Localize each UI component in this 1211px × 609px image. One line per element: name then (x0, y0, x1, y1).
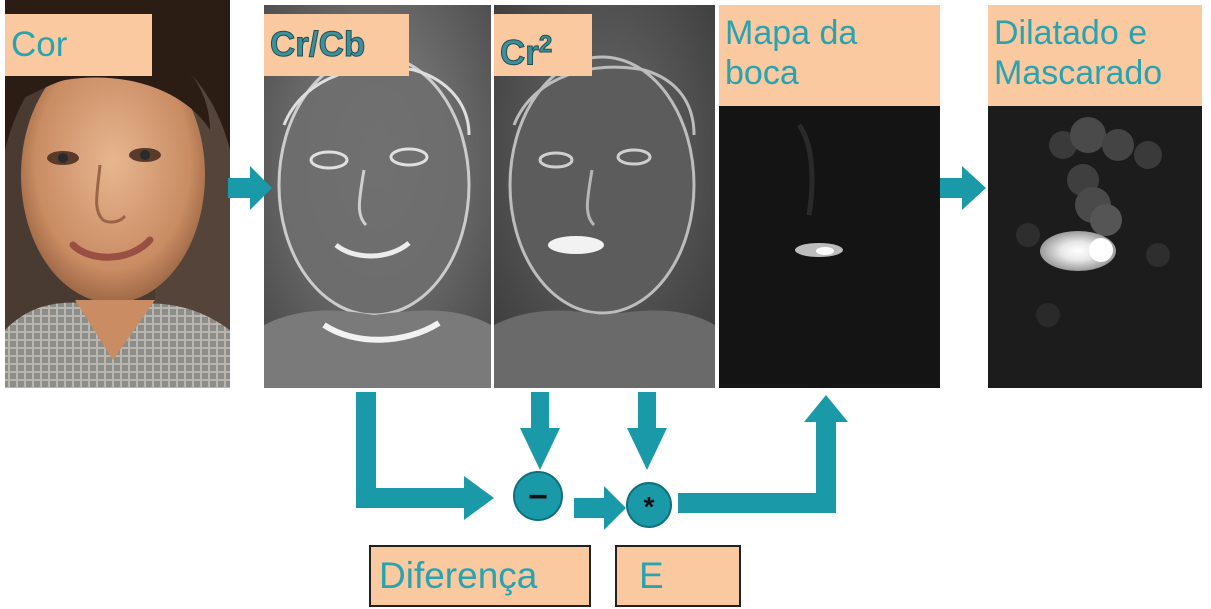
difference-operator-symbol: − (528, 478, 548, 516)
arrow-crcb-to-difference (356, 392, 494, 520)
arrow-color-to-crcb (228, 166, 272, 210)
and-operator-symbol: * (644, 491, 655, 522)
arrow-difference-to-and (574, 486, 626, 530)
arrow-mouthmap-to-dilated (940, 166, 986, 210)
arrow-crsquared-to-difference (520, 392, 560, 470)
and-box: E (615, 545, 741, 607)
difference-operator: − (514, 472, 562, 520)
arrow-and-to-mouthmap (678, 395, 848, 513)
difference-box: Diferença (369, 545, 591, 607)
and-operator: * (627, 483, 671, 527)
arrow-crsquared-to-and (627, 392, 667, 470)
